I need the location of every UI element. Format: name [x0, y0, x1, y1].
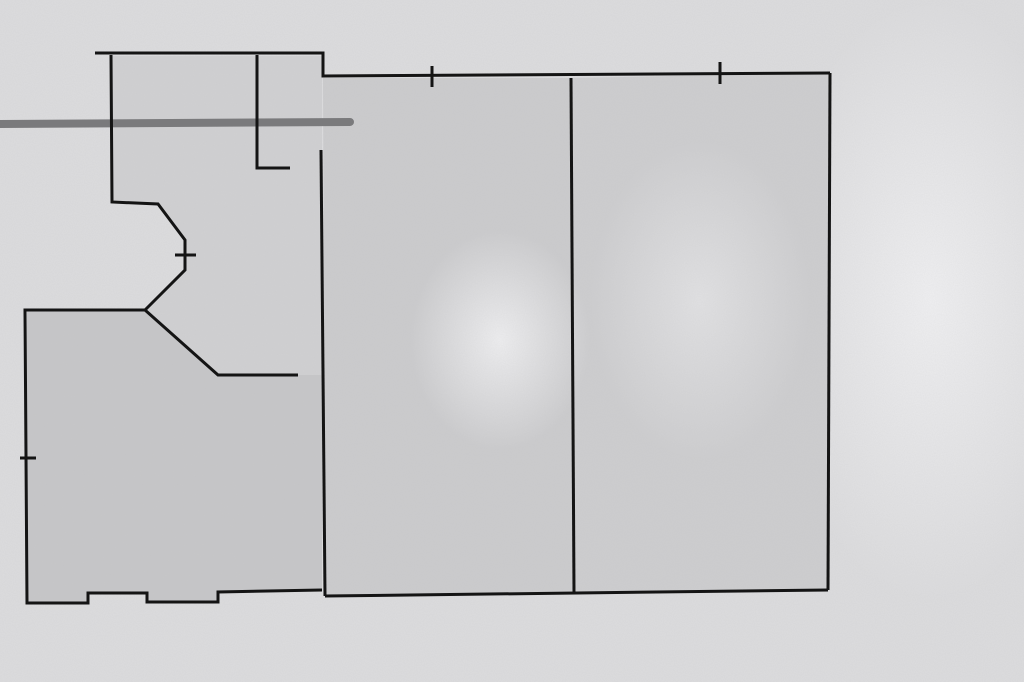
wall-divider-middle: [569, 77, 576, 593]
wall-left-upper: [109, 54, 187, 312]
scan-bar: [0, 118, 354, 128]
wall-stub: [255, 55, 290, 170]
wall-middle-left: [319, 149, 327, 597]
wall-right: [826, 72, 832, 591]
walls: [20, 51, 832, 605]
wall-diagonal: [144, 308, 298, 377]
wall-bottom-right: [324, 588, 829, 598]
wall-top: [95, 51, 831, 78]
